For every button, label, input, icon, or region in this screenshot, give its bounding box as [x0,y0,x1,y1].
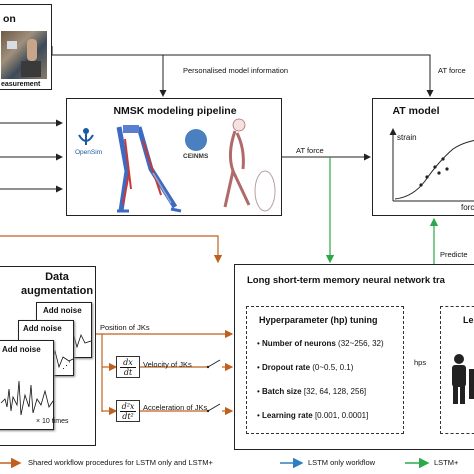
hp-item: • Batch size [32, 64, 128, 256] [257,387,367,396]
at-xlabel: forc [461,203,474,212]
measurement-caption: easurement [1,81,41,88]
strain-force-plot [389,128,474,202]
augmentation-title-1: Data [45,271,69,283]
noise-card-label: Add noise [43,306,82,315]
at-model-box: AT model strain forc [372,98,474,216]
predicted-label: Predicte [440,250,468,259]
legend-shared-label: Shared workflow procedures for LSTM only… [28,458,213,467]
legend-lstm-only-label: LSTM only workflow [308,458,376,467]
position-label: Position of JKs [100,323,150,332]
ellipsis-dots: ⋰ [62,360,71,370]
ceinms-label: CEINMS [183,153,209,160]
connector-top [51,46,434,97]
walking-figure-icon [223,118,276,212]
learning-title: Le [463,315,474,325]
measurement-photo [1,31,47,79]
legend-lstm-plus-label: LSTM+ [434,458,459,467]
hps-label: hps [414,358,427,367]
hp-tuning-box: Hyperparameter (hp) tuning • Number of n… [246,306,404,434]
nmsk-box: NMSK modeling pipeline OpenSim CEINMS [66,98,282,216]
noise-card-label: Add noise [2,345,41,354]
noise-card-label: Add noise [23,324,62,333]
nmsk-title: NMSK modeling pipeline [113,105,237,117]
signal-waveform-icon [0,380,54,416]
personalised-label: Personalised model information [183,66,289,75]
musculoskeletal-model-icon [116,125,182,213]
ceinms-logo [185,129,207,151]
noise-card: Add noise [0,340,54,430]
at-ylabel: strain [397,133,417,142]
lstm-box: Long short-term memory neural network tr… [234,264,474,450]
switch-icon [206,403,234,416]
at-model-title: AT model [392,105,440,117]
measurement-title: on [3,13,16,25]
acceleration-label: Acceleration of JKs [143,403,208,412]
hp-item: • Learning rate [0.001, 0.0001] [257,411,369,420]
hp-item: • Dropout rate (0~0.5, 0.1) [257,363,354,372]
opensim-logo [75,125,97,147]
augmentation-title-2: augmentation [21,285,94,297]
times-label: × 10 times [36,418,69,425]
hp-title: Hyperparameter (hp) tuning [259,315,378,325]
connector-orange-top [0,235,223,264]
measurement-box: on easurement [0,4,52,90]
at-force-mid-label: AT force [296,146,324,155]
velocity-label: Velocity of JKs [143,360,192,369]
hp-item: • Number of neurons (32~256, 32) [257,339,384,348]
switch-icon [206,359,234,372]
at-force-top-label: AT force [438,66,466,75]
person-icon [452,354,474,404]
lstm-title: Long short-term memory neural network tr… [247,275,445,286]
opensim-label: OpenSim [75,149,103,156]
learning-box: Le [440,306,474,434]
